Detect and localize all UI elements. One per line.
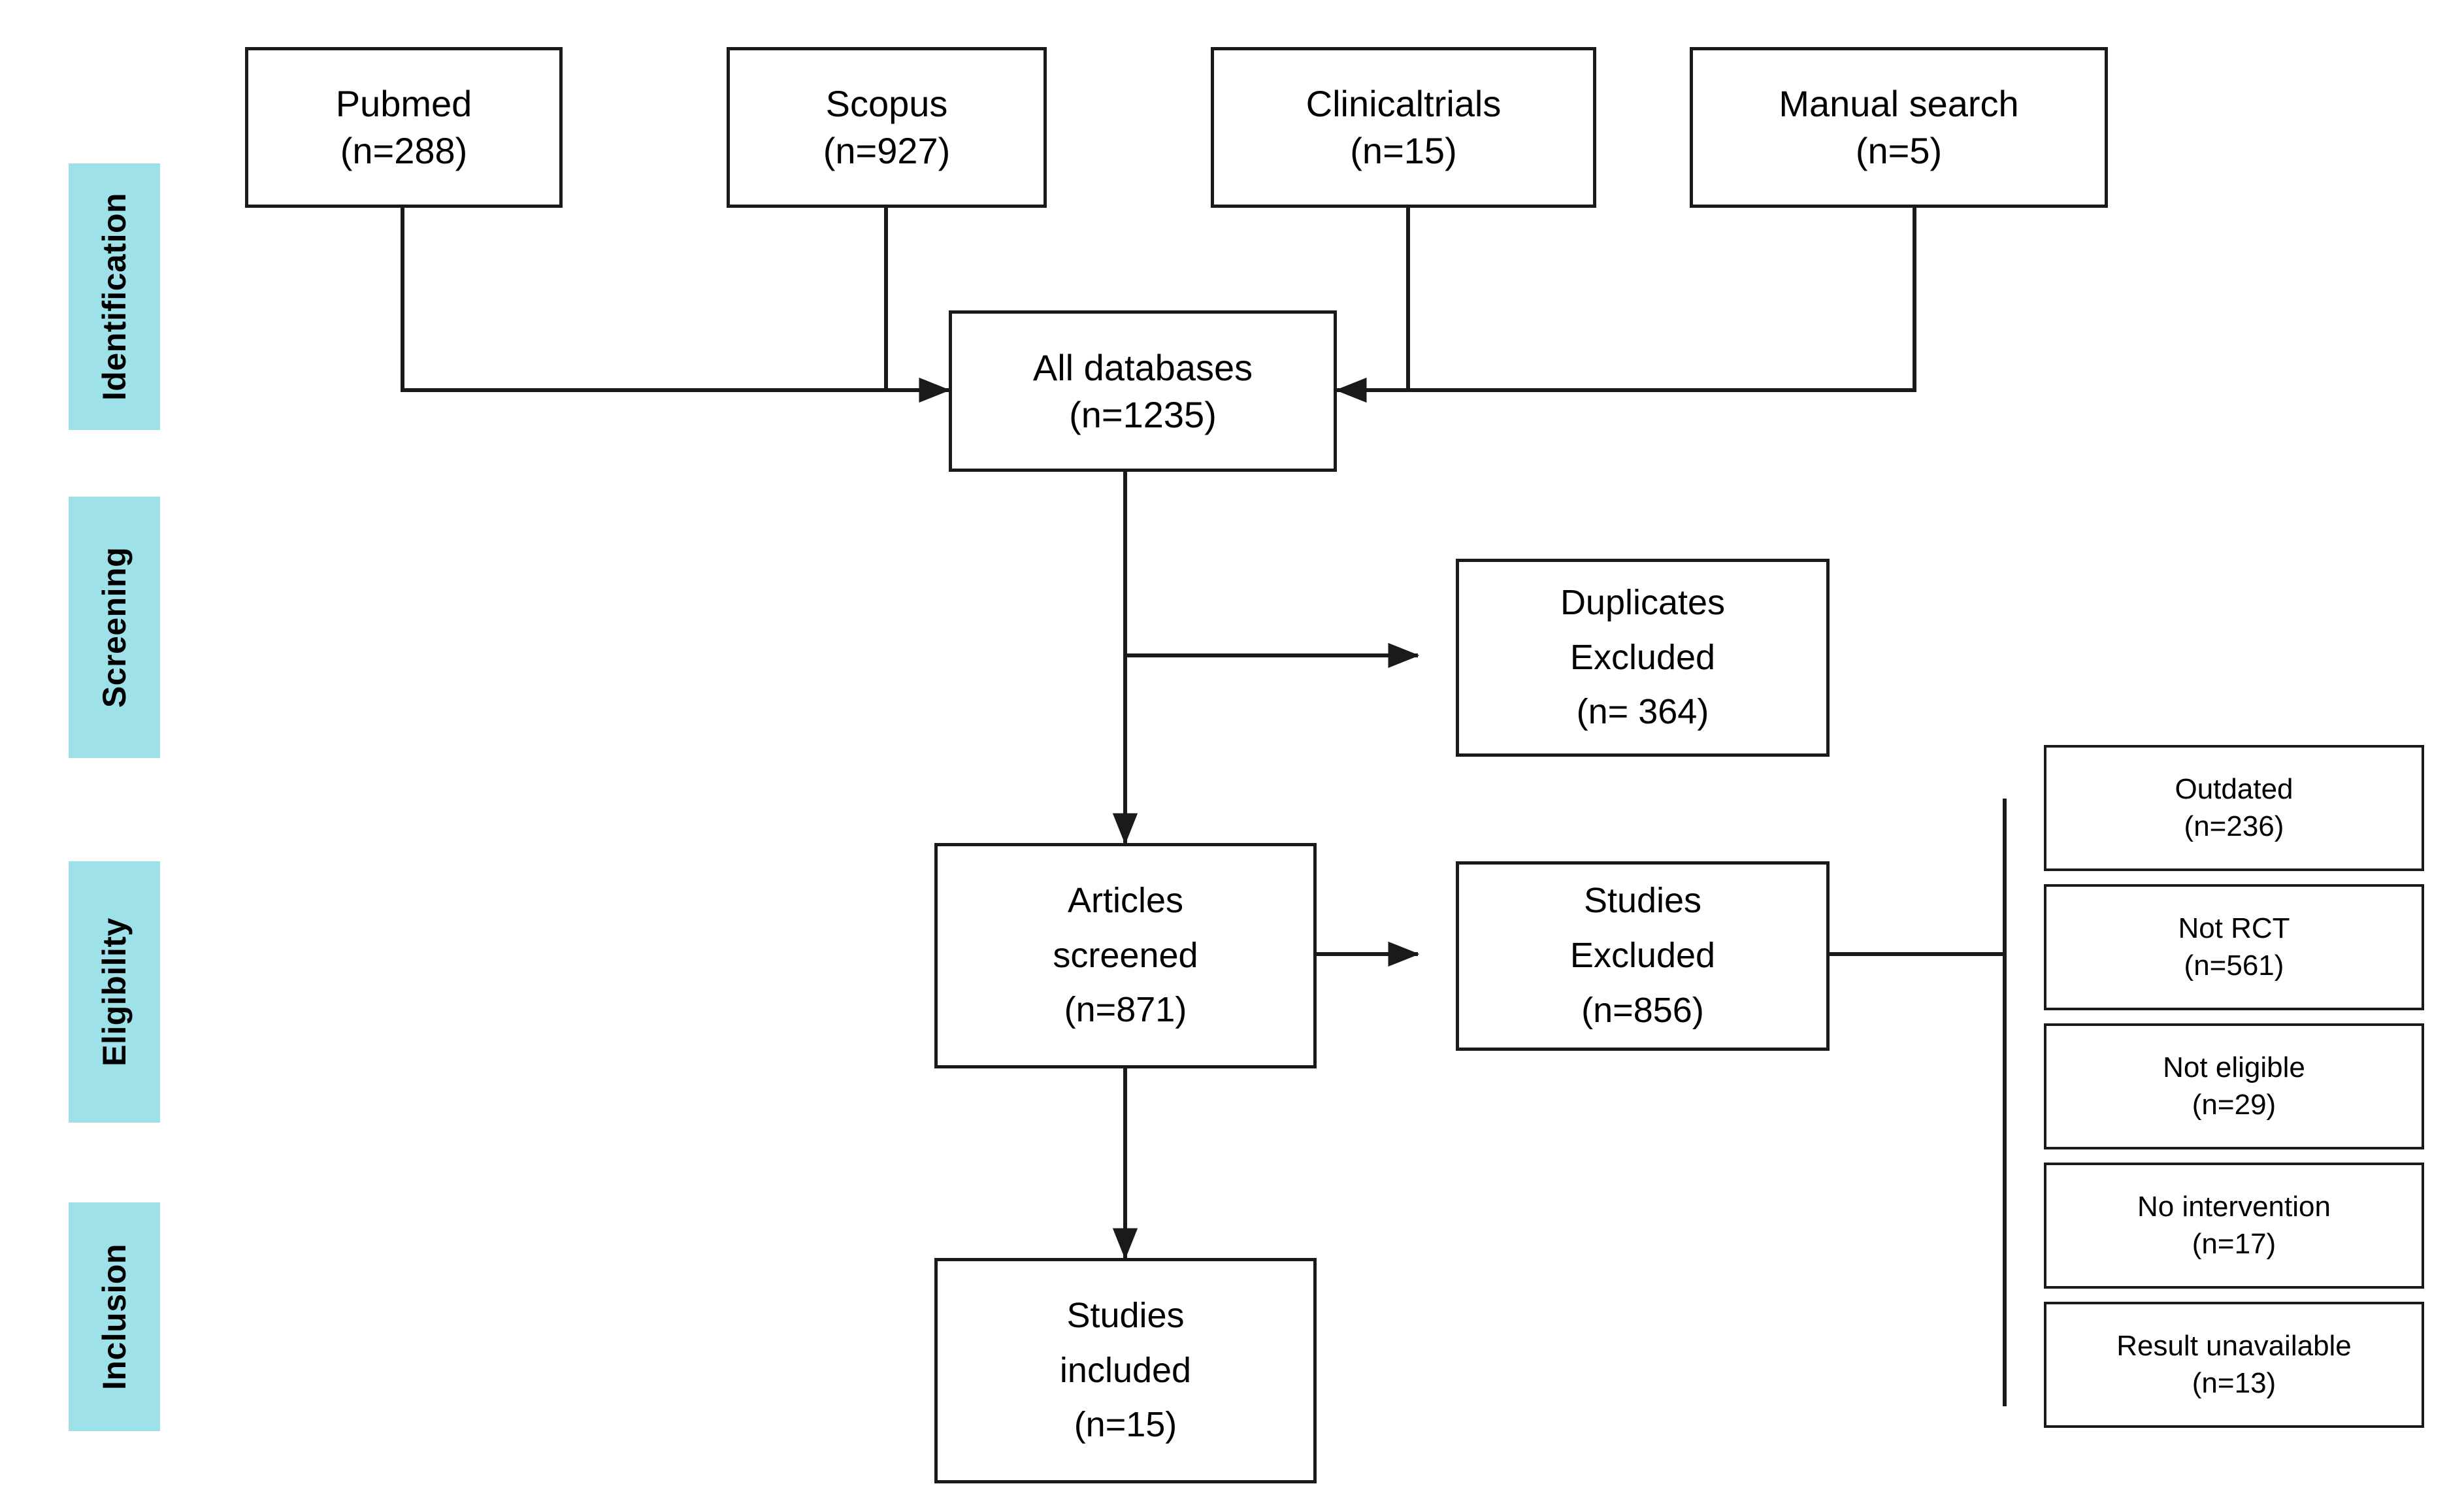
node-manual-search[interactable]: Manual search (n=5) [1690,47,2108,208]
node-clinicaltrials-name: Clinicaltrials [1306,83,1502,125]
node-articles-screened[interactable]: Articles screened (n=871) [934,843,1317,1068]
node-reason-no-intervention-label: No intervention [2137,1191,2331,1223]
node-pubmed[interactable]: Pubmed (n=288) [245,47,563,208]
node-studies-included-label-1: Studies [1066,1295,1185,1335]
node-reason-not-eligible[interactable]: Not eligible (n=29) [2044,1023,2424,1149]
node-reason-result-unavailable[interactable]: Result unavailable (n=13) [2044,1302,2424,1428]
node-reason-not-rct[interactable]: Not RCT (n=561) [2044,884,2424,1010]
node-studies-included-count: (n=15) [1074,1405,1177,1445]
node-studies-included[interactable]: Studies included (n=15) [934,1258,1317,1483]
stage-band-inclusion: Inclusion [69,1202,160,1431]
node-manual-search-name: Manual search [1779,83,2019,125]
node-all-databases-label: All databases [1032,346,1253,388]
node-studies-excluded[interactable]: Studies Excluded (n=856) [1456,861,1830,1051]
node-duplicates-excluded[interactable]: Duplicates Excluded (n= 364) [1456,559,1830,757]
stage-label-screening: Screening [96,546,133,708]
node-articles-screened-label-1: Articles [1067,880,1184,920]
node-clinicaltrials[interactable]: Clinicaltrials (n=15) [1211,47,1596,208]
stage-band-eligibility: Eligibility [69,861,160,1123]
node-all-databases[interactable]: All databases (n=1235) [949,310,1337,472]
node-manual-search-count: (n=5) [1855,130,1943,171]
node-duplicates-excluded-label-1: Duplicates [1560,582,1726,622]
node-duplicates-excluded-label-2: Excluded [1569,637,1716,677]
node-pubmed-count: (n=288) [340,130,468,171]
node-reason-not-rct-count: (n=561) [2184,949,2284,982]
node-reason-outdated-label: Outdated [2175,773,2293,806]
stage-label-identification: Identification [96,192,133,401]
node-reason-result-unavailable-label: Result unavailable [2116,1330,2352,1363]
node-studies-excluded-label-2: Excluded [1569,936,1716,976]
edge-pubmed-to-all-databases [401,208,951,392]
stage-label-eligibility: Eligibility [96,917,133,1066]
node-reason-not-eligible-label: Not eligible [2163,1051,2305,1084]
node-reason-not-rct-label: Not RCT [2178,912,2290,945]
node-pubmed-name: Pubmed [335,83,472,125]
node-reason-outdated[interactable]: Outdated (n=236) [2044,745,2424,871]
node-reason-no-intervention-count: (n=17) [2192,1227,2276,1260]
node-articles-screened-label-2: screened [1053,935,1198,975]
node-scopus[interactable]: Scopus (n=927) [727,47,1047,208]
node-scopus-name: Scopus [825,83,948,125]
node-reason-not-eligible-count: (n=29) [2192,1088,2276,1121]
node-articles-screened-count: (n=871) [1064,990,1187,1030]
node-reason-outdated-count: (n=236) [2184,810,2284,842]
node-all-databases-count: (n=1235) [1069,393,1217,435]
stage-label-inclusion: Inclusion [96,1244,133,1390]
stage-band-screening: Screening [69,497,160,758]
edge-manual-search-to-all-databases [1366,208,1916,392]
node-studies-included-label-2: included [1059,1350,1192,1390]
node-studies-excluded-label-1: Studies [1583,881,1702,921]
node-reason-no-intervention[interactable]: No intervention (n=17) [2044,1163,2424,1289]
node-clinicaltrials-count: (n=15) [1350,130,1457,171]
stage-band-identification: Identification [69,163,160,430]
node-studies-excluded-count: (n=856) [1581,990,1704,1030]
node-reason-result-unavailable-count: (n=13) [2192,1366,2276,1399]
node-scopus-count: (n=927) [823,130,951,171]
node-duplicates-excluded-count: (n= 364) [1576,692,1709,732]
